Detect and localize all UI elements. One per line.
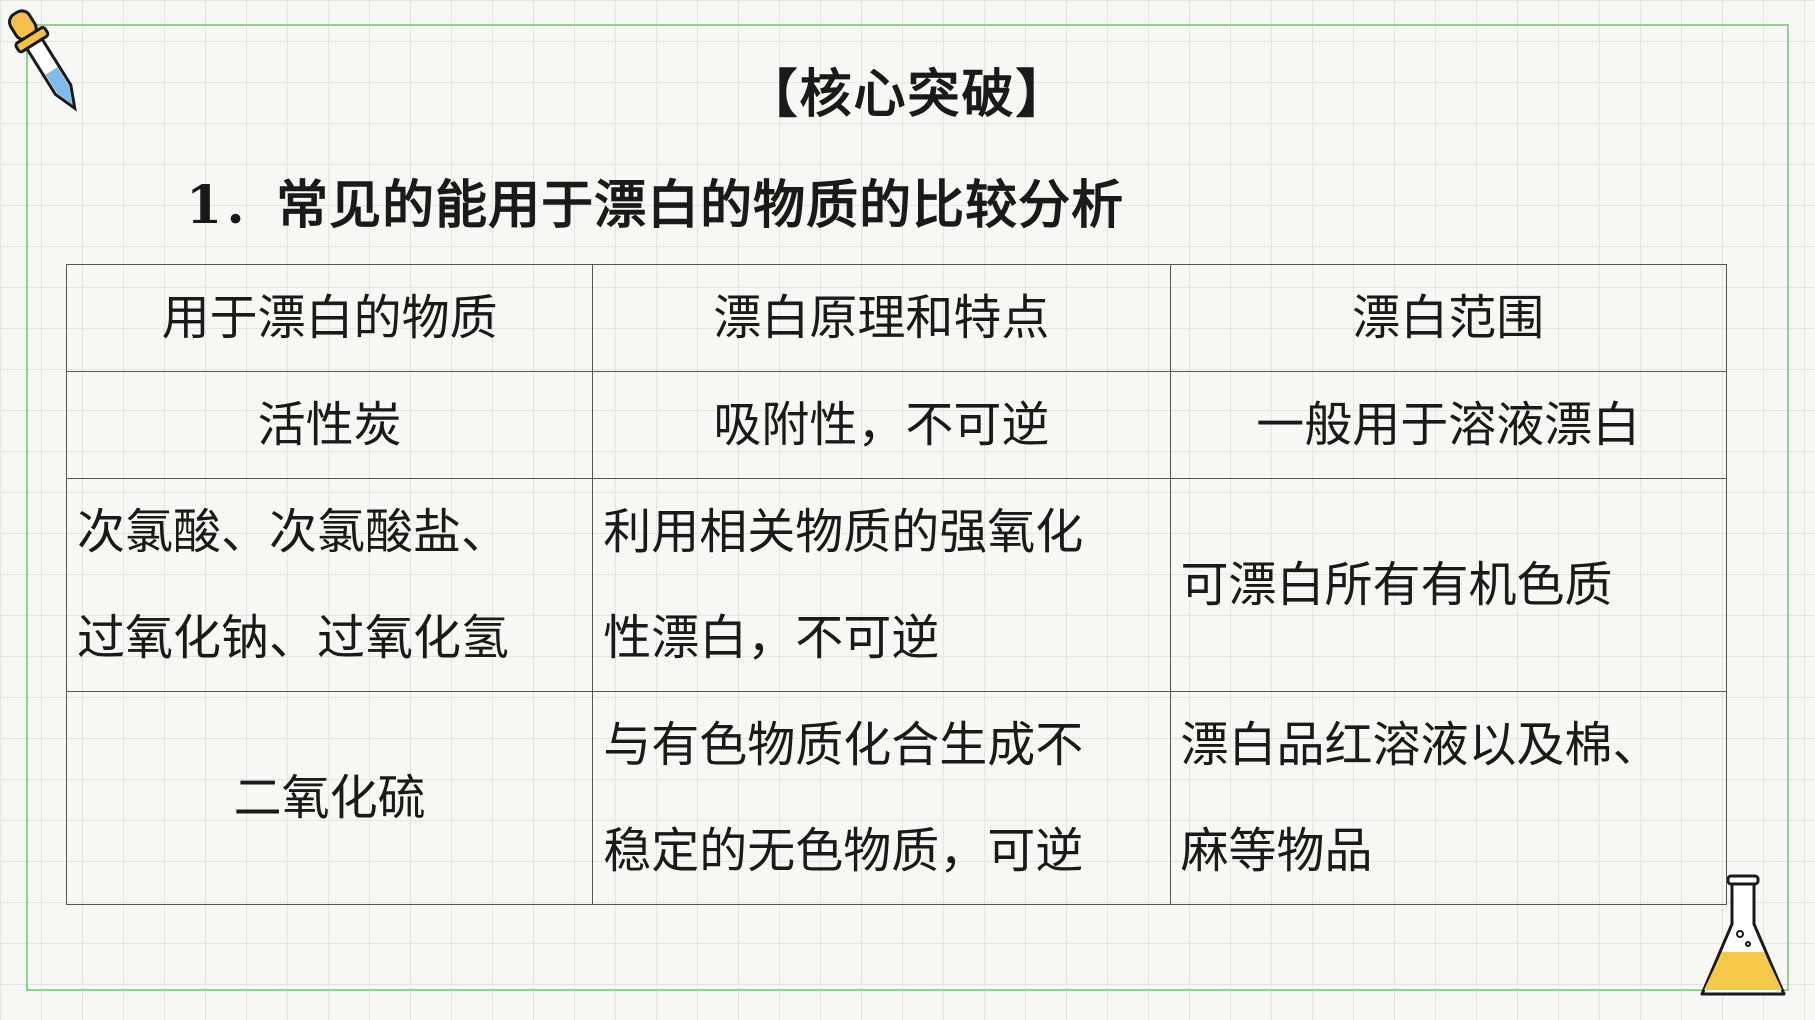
table-header-row: 用于漂白的物质 漂白原理和特点 漂白范围 bbox=[65, 264, 1728, 372]
cell-scope: 漂白品红溶液以及棉、 麻等物品 bbox=[1169, 691, 1728, 905]
cell-line: 漂白品红溶液以及棉、 bbox=[1180, 717, 1661, 773]
cell-line: 麻等物品 bbox=[1180, 823, 1373, 879]
table-row: 活性炭 吸附性，不可逆 一般用于溶液漂白 bbox=[65, 371, 1728, 479]
cell-substance: 二氧化硫 bbox=[65, 691, 594, 905]
flask-icon bbox=[1700, 874, 1786, 996]
cell-line: 性漂白，不可逆 bbox=[603, 610, 940, 666]
cell-line: 与有色物质化合生成不 bbox=[603, 717, 1084, 773]
cell-substance: 次氯酸、次氯酸盐、 过氧化钠、过氧化氢 bbox=[65, 478, 594, 692]
cell-line: 稳定的无色物质，可逆 bbox=[603, 823, 1084, 879]
cell-line: 过氧化钠、过氧化氢 bbox=[77, 610, 510, 666]
cell-line: 一般用于溶液漂白 bbox=[1256, 397, 1641, 453]
cell-scope: 一般用于溶液漂白 bbox=[1169, 371, 1728, 479]
column-header-substance: 用于漂白的物质 bbox=[65, 264, 594, 372]
column-header-scope: 漂白范围 bbox=[1169, 264, 1728, 372]
cell-principle: 利用相关物质的强氧化 性漂白，不可逆 bbox=[592, 478, 1171, 692]
column-header-principle: 漂白原理和特点 bbox=[592, 264, 1171, 372]
cell-substance: 活性炭 bbox=[65, 371, 594, 479]
cell-line: 二氧化硫 bbox=[233, 770, 426, 826]
cell-principle: 与有色物质化合生成不 稳定的无色物质，可逆 bbox=[592, 691, 1171, 905]
cell-line: 吸附性，不可逆 bbox=[713, 397, 1050, 453]
cell-line: 可漂白所有有机色质 bbox=[1180, 557, 1613, 613]
section-title: 1．常见的能用于漂白的物质的比较分析 bbox=[186, 175, 1125, 236]
cell-line: 利用相关物质的强氧化 bbox=[603, 504, 1084, 560]
cell-principle: 吸附性，不可逆 bbox=[592, 371, 1171, 479]
table-row: 二氧化硫 与有色物质化合生成不 稳定的无色物质，可逆 漂白品红溶液以及棉、 麻等… bbox=[65, 691, 1728, 905]
dropper-icon bbox=[7, 9, 77, 112]
bleaching-comparison-table: 用于漂白的物质 漂白原理和特点 漂白范围 活性炭 吸附性，不可逆 一般用于溶液漂… bbox=[65, 264, 1728, 905]
page-heading: 【核心突破】 bbox=[745, 64, 1070, 125]
cell-line: 次氯酸、次氯酸盐、 bbox=[77, 504, 510, 560]
table-row: 次氯酸、次氯酸盐、 过氧化钠、过氧化氢 利用相关物质的强氧化 性漂白，不可逆 可… bbox=[65, 478, 1728, 692]
cell-scope: 可漂白所有有机色质 bbox=[1169, 478, 1728, 692]
page-frame bbox=[26, 24, 1789, 991]
cell-line: 活性炭 bbox=[257, 397, 402, 453]
